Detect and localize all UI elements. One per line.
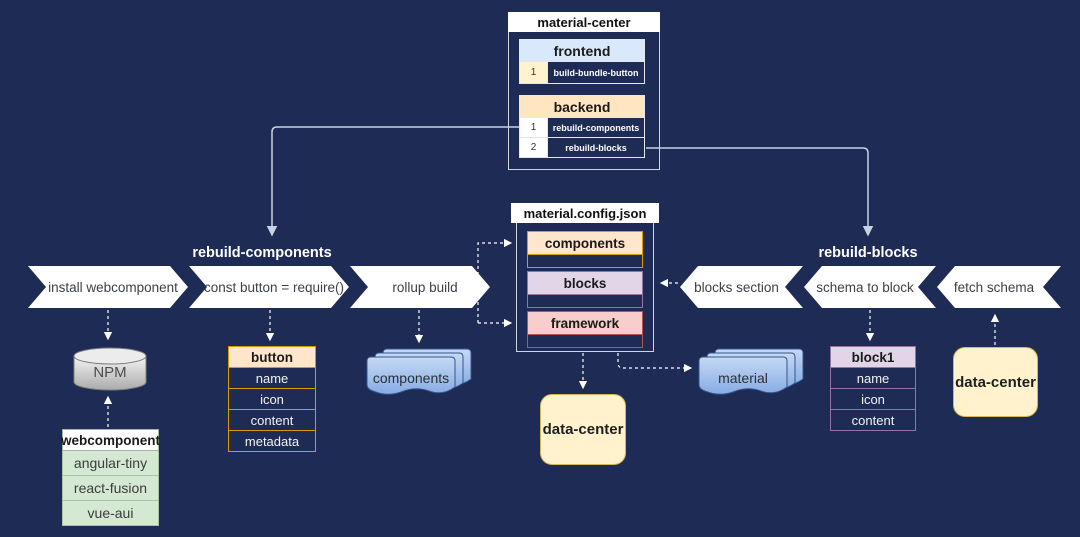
step-fetch-schema: fetch schema bbox=[937, 266, 1061, 308]
step-schema-to-block: schema to block bbox=[804, 266, 936, 308]
row-label: rebuild-components bbox=[547, 118, 644, 137]
step-rollup-build: rollup build bbox=[350, 266, 490, 308]
npm-cylinder-icon bbox=[73, 347, 147, 391]
step-const-button-require: const button = require() bbox=[189, 266, 349, 308]
backend-header: backend bbox=[519, 95, 645, 118]
button-header: button bbox=[228, 346, 316, 368]
section-framework: framework bbox=[527, 311, 643, 348]
table-row: 2 rebuild-blocks bbox=[519, 138, 645, 158]
stack-label: material bbox=[718, 370, 768, 386]
documents-stack-icon bbox=[366, 348, 472, 395]
frontend-header: frontend bbox=[519, 39, 645, 62]
block1-table: block1 name icon content bbox=[830, 346, 916, 431]
row-number: 2 bbox=[520, 138, 547, 157]
row-number: 1 bbox=[520, 62, 547, 83]
table-row: content bbox=[228, 410, 316, 431]
npm-database: NPM bbox=[72, 346, 148, 392]
table-row: react-fusion bbox=[62, 476, 159, 501]
section-components: components bbox=[527, 231, 643, 268]
section-body bbox=[527, 335, 643, 348]
rebuild-blocks-label: rebuild-blocks bbox=[818, 245, 918, 261]
table-row: 1 rebuild-components bbox=[519, 118, 645, 138]
webcomponent-header: webcomponent bbox=[61, 429, 160, 451]
step-blocks-section: blocks section bbox=[680, 266, 803, 308]
material-center-title: material-center bbox=[508, 12, 660, 32]
data-center-right: data-center bbox=[953, 347, 1038, 417]
table-row: icon bbox=[830, 389, 916, 410]
config-json-title: material.config.json bbox=[511, 203, 659, 223]
stack-label: components bbox=[372, 370, 450, 386]
section-body bbox=[527, 295, 643, 308]
frontend-table: frontend 1 build-bundle-button bbox=[519, 39, 645, 84]
components-stack: components bbox=[366, 348, 472, 398]
row-label: rebuild-blocks bbox=[547, 138, 644, 157]
section-label: components bbox=[527, 231, 643, 255]
webcomponent-table: webcomponent angular-tiny react-fusion v… bbox=[61, 429, 160, 526]
rebuild-components-label: rebuild-components bbox=[192, 245, 332, 261]
step-install-webcomponent: install webcomponent bbox=[28, 266, 188, 308]
data-center-mid: data-center bbox=[540, 394, 626, 465]
table-row: name bbox=[228, 368, 316, 389]
section-label: blocks bbox=[527, 271, 643, 295]
block1-header: block1 bbox=[830, 346, 916, 368]
material-stack: material bbox=[698, 348, 804, 398]
table-row: content bbox=[830, 410, 916, 431]
npm-label: NPM bbox=[93, 364, 127, 381]
section-body bbox=[527, 255, 643, 268]
section-label: framework bbox=[527, 311, 643, 335]
table-row: name bbox=[830, 368, 916, 389]
table-row: angular-tiny bbox=[62, 451, 159, 476]
row-number: 1 bbox=[520, 118, 547, 137]
table-row: metadata bbox=[228, 431, 316, 452]
button-table: button name icon content metadata bbox=[228, 346, 316, 452]
row-label: build-bundle-button bbox=[547, 62, 644, 83]
documents-stack-icon bbox=[698, 348, 804, 395]
table-row: icon bbox=[228, 389, 316, 410]
table-row: vue-aui bbox=[62, 501, 159, 526]
section-blocks: blocks bbox=[527, 271, 643, 308]
table-row: 1 build-bundle-button bbox=[519, 62, 645, 84]
backend-table: backend 1 rebuild-components 2 rebuild-b… bbox=[519, 95, 645, 158]
